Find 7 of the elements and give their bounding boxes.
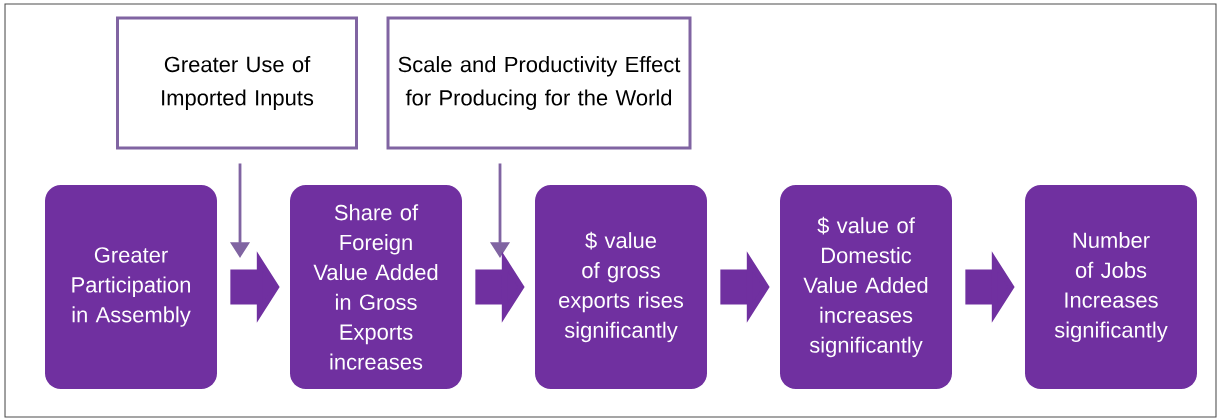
- process-box: Greater Participation in Assembly: [45, 185, 217, 389]
- process-box: $ value of Domestic Value Added increases significantly: [780, 185, 952, 389]
- process-box: Share of Foreign Value Added in Gross Exports increases: [290, 185, 462, 389]
- process-box: $ value of gross exports rises significantly: [535, 185, 707, 389]
- text-box: Greater Use of Imported Inputs: [116, 16, 358, 150]
- process-box: Number of Jobs Increases significantly: [1025, 185, 1197, 389]
- text-box: Scale and Productivity Effect for Producing for the World: [386, 16, 692, 150]
